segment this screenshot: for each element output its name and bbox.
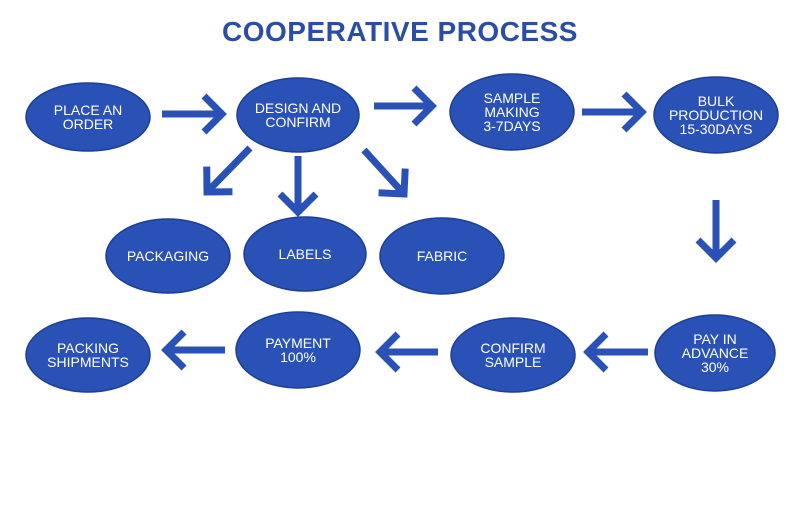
arrow-head xyxy=(201,93,227,135)
node-labels: LABELS xyxy=(243,216,367,292)
node-label-line: ORDER xyxy=(63,116,114,132)
node-label-line: SHIPMENTS xyxy=(47,354,129,370)
node-label-line: PACKAGING xyxy=(127,248,209,264)
arrow-head xyxy=(411,85,437,127)
node-label-line: ADVANCE xyxy=(682,345,749,361)
arrow-payment-to-packing-shipments xyxy=(161,329,225,371)
arrow-head xyxy=(695,237,737,263)
node-ellipse xyxy=(25,82,151,152)
node-ellipse xyxy=(235,311,361,389)
arrow-place-an-order-to-design-and-confirm xyxy=(162,93,227,135)
arrow-head xyxy=(378,168,409,198)
arrow-head xyxy=(203,166,233,196)
node-ellipse xyxy=(450,317,576,393)
node-ellipse xyxy=(379,217,505,295)
node-label-line: BULK xyxy=(698,93,735,109)
node-label-line: PAYMENT xyxy=(265,335,331,351)
arrow-design-and-confirm-to-fabric xyxy=(361,147,409,198)
node-label-line: DESIGN AND xyxy=(255,100,341,116)
arrow-design-and-confirm-to-sample-making xyxy=(374,85,437,127)
node-label-line: SAMPLE xyxy=(484,90,541,106)
node-label-line: CONFIRM xyxy=(480,340,545,356)
node-label-line: 100% xyxy=(280,349,316,365)
node-ellipse xyxy=(236,77,360,153)
node-label-line: PACKING xyxy=(57,340,119,356)
node-label-line: LABELS xyxy=(279,246,332,262)
arrow-design-and-confirm-to-labels xyxy=(277,156,319,217)
node-label-line: PAY IN xyxy=(693,331,737,347)
node-label-line: FABRIC xyxy=(417,248,468,264)
node-label-line: 30% xyxy=(701,359,729,375)
arrow-bulk-production-to-pay-in-advance xyxy=(695,200,737,263)
node-label-line: MAKING xyxy=(484,104,539,120)
node-ellipse xyxy=(105,218,231,294)
arrow-head xyxy=(277,191,319,217)
node-label-line: 15-30DAYS xyxy=(680,121,753,137)
arrow-confirm-sample-to-payment xyxy=(375,331,438,373)
node-ellipse xyxy=(449,73,575,151)
arrow-head xyxy=(583,331,609,373)
arrows-layer xyxy=(161,85,737,373)
node-label-line: PLACE AN xyxy=(54,102,122,118)
arrow-head xyxy=(161,329,187,371)
arrow-pay-in-advance-to-confirm-sample xyxy=(583,331,648,373)
page-title: COOPERATIVE PROCESS xyxy=(222,16,578,47)
arrow-shaft xyxy=(207,145,253,192)
node-packaging: PACKAGING xyxy=(105,218,231,294)
node-label-line: CONFIRM xyxy=(265,114,330,130)
arrow-shaft xyxy=(361,147,404,194)
node-label-line: SAMPLE xyxy=(485,354,542,370)
node-ellipse xyxy=(654,314,776,392)
node-label-line: PRODUCTION xyxy=(669,107,763,123)
node-ellipse xyxy=(653,76,779,154)
arrow-sample-making-to-bulk-production xyxy=(582,91,647,133)
node-ellipse xyxy=(243,216,367,292)
node-ellipse xyxy=(25,317,151,393)
arrow-head xyxy=(621,91,647,133)
node-label-line: 3-7DAYS xyxy=(483,118,540,134)
arrow-design-and-confirm-to-packaging xyxy=(203,145,253,196)
arrow-head xyxy=(375,331,401,373)
node-fabric: FABRIC xyxy=(379,217,505,295)
